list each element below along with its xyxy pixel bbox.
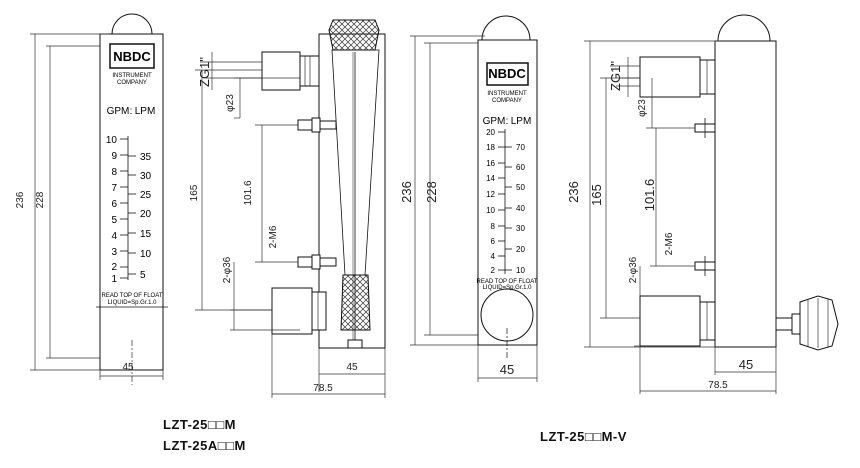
gpm-tick: 5 xyxy=(111,215,117,226)
liquid-note: LIQUID=Sp.Gr.1.0 xyxy=(108,300,158,306)
gpm-tick: 10 xyxy=(486,206,495,215)
lpm-tick: 70 xyxy=(516,143,525,152)
dim-width: 45 xyxy=(739,357,753,372)
front-view-1 xyxy=(96,13,168,371)
gpm-tick: 20 xyxy=(486,128,495,137)
lpm-tick: 40 xyxy=(516,204,525,213)
gpm-scale: 10 9 8 7 6 5 4 3 2 1 xyxy=(106,135,118,285)
side-view-2 xyxy=(639,14,839,351)
dim-total-height: 236 xyxy=(566,181,581,203)
gpm-tick: 7 xyxy=(111,183,117,194)
side-view-1 xyxy=(261,19,386,349)
lpm-scale: 35 30 25 20 15 10 5 xyxy=(140,152,152,281)
front2-dimensions xyxy=(410,35,538,382)
gpm-tick: 8 xyxy=(491,222,496,231)
gpm-tick: 4 xyxy=(111,231,117,242)
dim-width: 45 xyxy=(346,362,358,373)
brand-logo: NBDC xyxy=(113,49,151,64)
unit-lpm: LPM xyxy=(135,106,156,117)
lpm-scale: 70 60 50 40 30 20 10 xyxy=(516,143,525,275)
model-label-a1: LZT-25□□M xyxy=(163,417,236,432)
dim-thread: ZG1" xyxy=(608,61,623,91)
gpm-tick: 9 xyxy=(111,151,117,162)
lpm-tick: 20 xyxy=(140,209,152,220)
lpm-tick: 60 xyxy=(516,163,525,172)
lpm-tick: 20 xyxy=(516,245,525,254)
gpm-tick: 6 xyxy=(111,199,117,210)
unit-separator: : xyxy=(506,116,509,127)
gpm-tick: 16 xyxy=(486,159,495,168)
dim-center: 165 xyxy=(589,184,604,206)
unit-separator: : xyxy=(130,106,133,117)
lpm-tick: 25 xyxy=(140,190,152,201)
gpm-tick: 18 xyxy=(486,143,495,152)
lpm-tick: 30 xyxy=(140,171,152,182)
gpm-tick: 4 xyxy=(491,252,496,261)
dim-depth: 78.5 xyxy=(313,383,333,394)
company-line2: COMPANY xyxy=(492,98,522,104)
lpm-tick: 15 xyxy=(140,229,152,240)
dim-bolt-spacing: 101.6 xyxy=(243,180,254,205)
dim-total-height: 236 xyxy=(399,181,414,203)
dim-center: 165 xyxy=(189,184,200,201)
side2-dimensions xyxy=(584,40,777,394)
dim-total-height: 236 xyxy=(15,191,26,208)
dim-thread: ZG1" xyxy=(197,57,212,87)
dim-holes: 2-φ36 xyxy=(628,256,639,283)
unit-gpm: GPM xyxy=(483,116,506,127)
dim-width: 45 xyxy=(122,362,134,373)
dim-bolt: 2-M6 xyxy=(268,225,279,248)
dim-body-height: 228 xyxy=(424,181,439,203)
dim-depth: 78.5 xyxy=(708,380,728,391)
dim-body-height: 228 xyxy=(35,191,46,208)
gpm-tick: 8 xyxy=(111,167,117,178)
dim-width: 45 xyxy=(500,362,514,377)
dim-holes: 2-φ36 xyxy=(222,256,233,283)
front1-dimensions xyxy=(30,33,164,385)
gpm-tick: 2 xyxy=(491,266,496,275)
company-line1: INSTRUMENT xyxy=(112,73,152,79)
model-label-b: LZT-25□□M-V xyxy=(540,429,627,444)
gpm-tick: 10 xyxy=(106,135,118,146)
liquid-note: LIQUID=Sp.Gr.1.0 xyxy=(483,285,533,291)
gpm-tick: 12 xyxy=(486,190,495,199)
company-line1: INSTRUMENT xyxy=(487,91,527,97)
lpm-tick: 10 xyxy=(140,249,152,260)
dim-diameter: φ23 xyxy=(225,94,236,112)
dim-bolt: 2-M6 xyxy=(664,232,675,255)
front-view-2 xyxy=(477,15,538,360)
gpm-tick: 14 xyxy=(486,174,495,183)
lpm-tick: 35 xyxy=(140,152,152,163)
lpm-tick: 30 xyxy=(516,224,525,233)
gpm-scale: 20 18 16 14 12 10 8 6 4 2 xyxy=(486,128,495,275)
dim-diameter: φ23 xyxy=(637,99,648,117)
read-note: READ TOP OF FLOAT xyxy=(477,279,538,285)
lpm-tick: 50 xyxy=(516,183,525,192)
lpm-tick: 5 xyxy=(140,270,146,281)
gpm-tick: 3 xyxy=(111,247,117,258)
dim-bolt-spacing: 101.6 xyxy=(642,179,657,212)
side1-dimensions xyxy=(195,52,386,398)
unit-lpm: LPM xyxy=(511,116,532,127)
model-label-a2: LZT-25A□□M xyxy=(163,438,246,453)
read-note: READ TOP OF FLOAT xyxy=(102,293,163,299)
company-line2: COMPANY xyxy=(117,80,147,86)
unit-gpm: GPM xyxy=(107,106,130,117)
lpm-tick: 10 xyxy=(516,266,525,275)
gpm-tick: 2 xyxy=(111,262,117,273)
gpm-tick: 6 xyxy=(491,237,496,246)
gpm-tick: 1 xyxy=(111,274,117,285)
brand-logo: NBDC xyxy=(488,66,526,81)
